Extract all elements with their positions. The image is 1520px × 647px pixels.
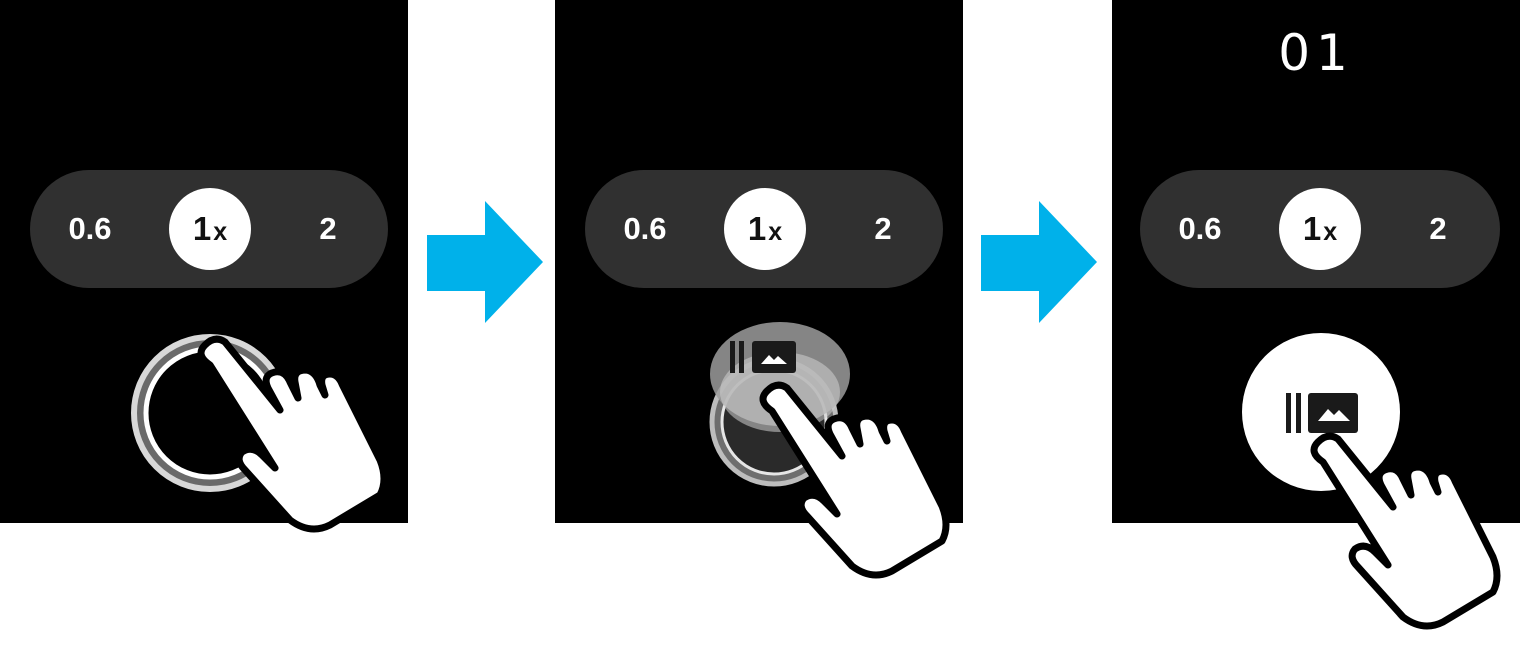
zoom-value: 1: [747, 210, 767, 247]
zoom-option-0.6[interactable]: 0.6: [68, 211, 112, 246]
tap-hand-icon: [1310, 432, 1501, 630]
zoom-suffix: x: [1323, 217, 1338, 246]
zoom-option-2[interactable]: 2: [319, 211, 337, 246]
zoom-option-2[interactable]: 2: [1429, 211, 1447, 246]
next-step-arrow-icon: [981, 201, 1097, 323]
tap-hand-icon: [759, 381, 950, 579]
zoom-option-0.6[interactable]: 0.6: [623, 211, 667, 246]
next-step-arrow-icon: [427, 201, 543, 323]
zoom-option-2[interactable]: 2: [874, 211, 892, 246]
zoom-value: 1: [192, 210, 212, 247]
zoom-value: 1: [1302, 210, 1322, 247]
zoom-suffix: x: [768, 217, 783, 246]
capture-counter: 01: [1278, 24, 1354, 82]
tap-hand-icon: [197, 335, 388, 533]
zoom-option-0.6[interactable]: 0.6: [1178, 211, 1222, 246]
zoom-suffix: x: [213, 217, 228, 246]
gallery-mode-icon: [1286, 393, 1358, 433]
gallery-mode-icon: [730, 341, 796, 373]
